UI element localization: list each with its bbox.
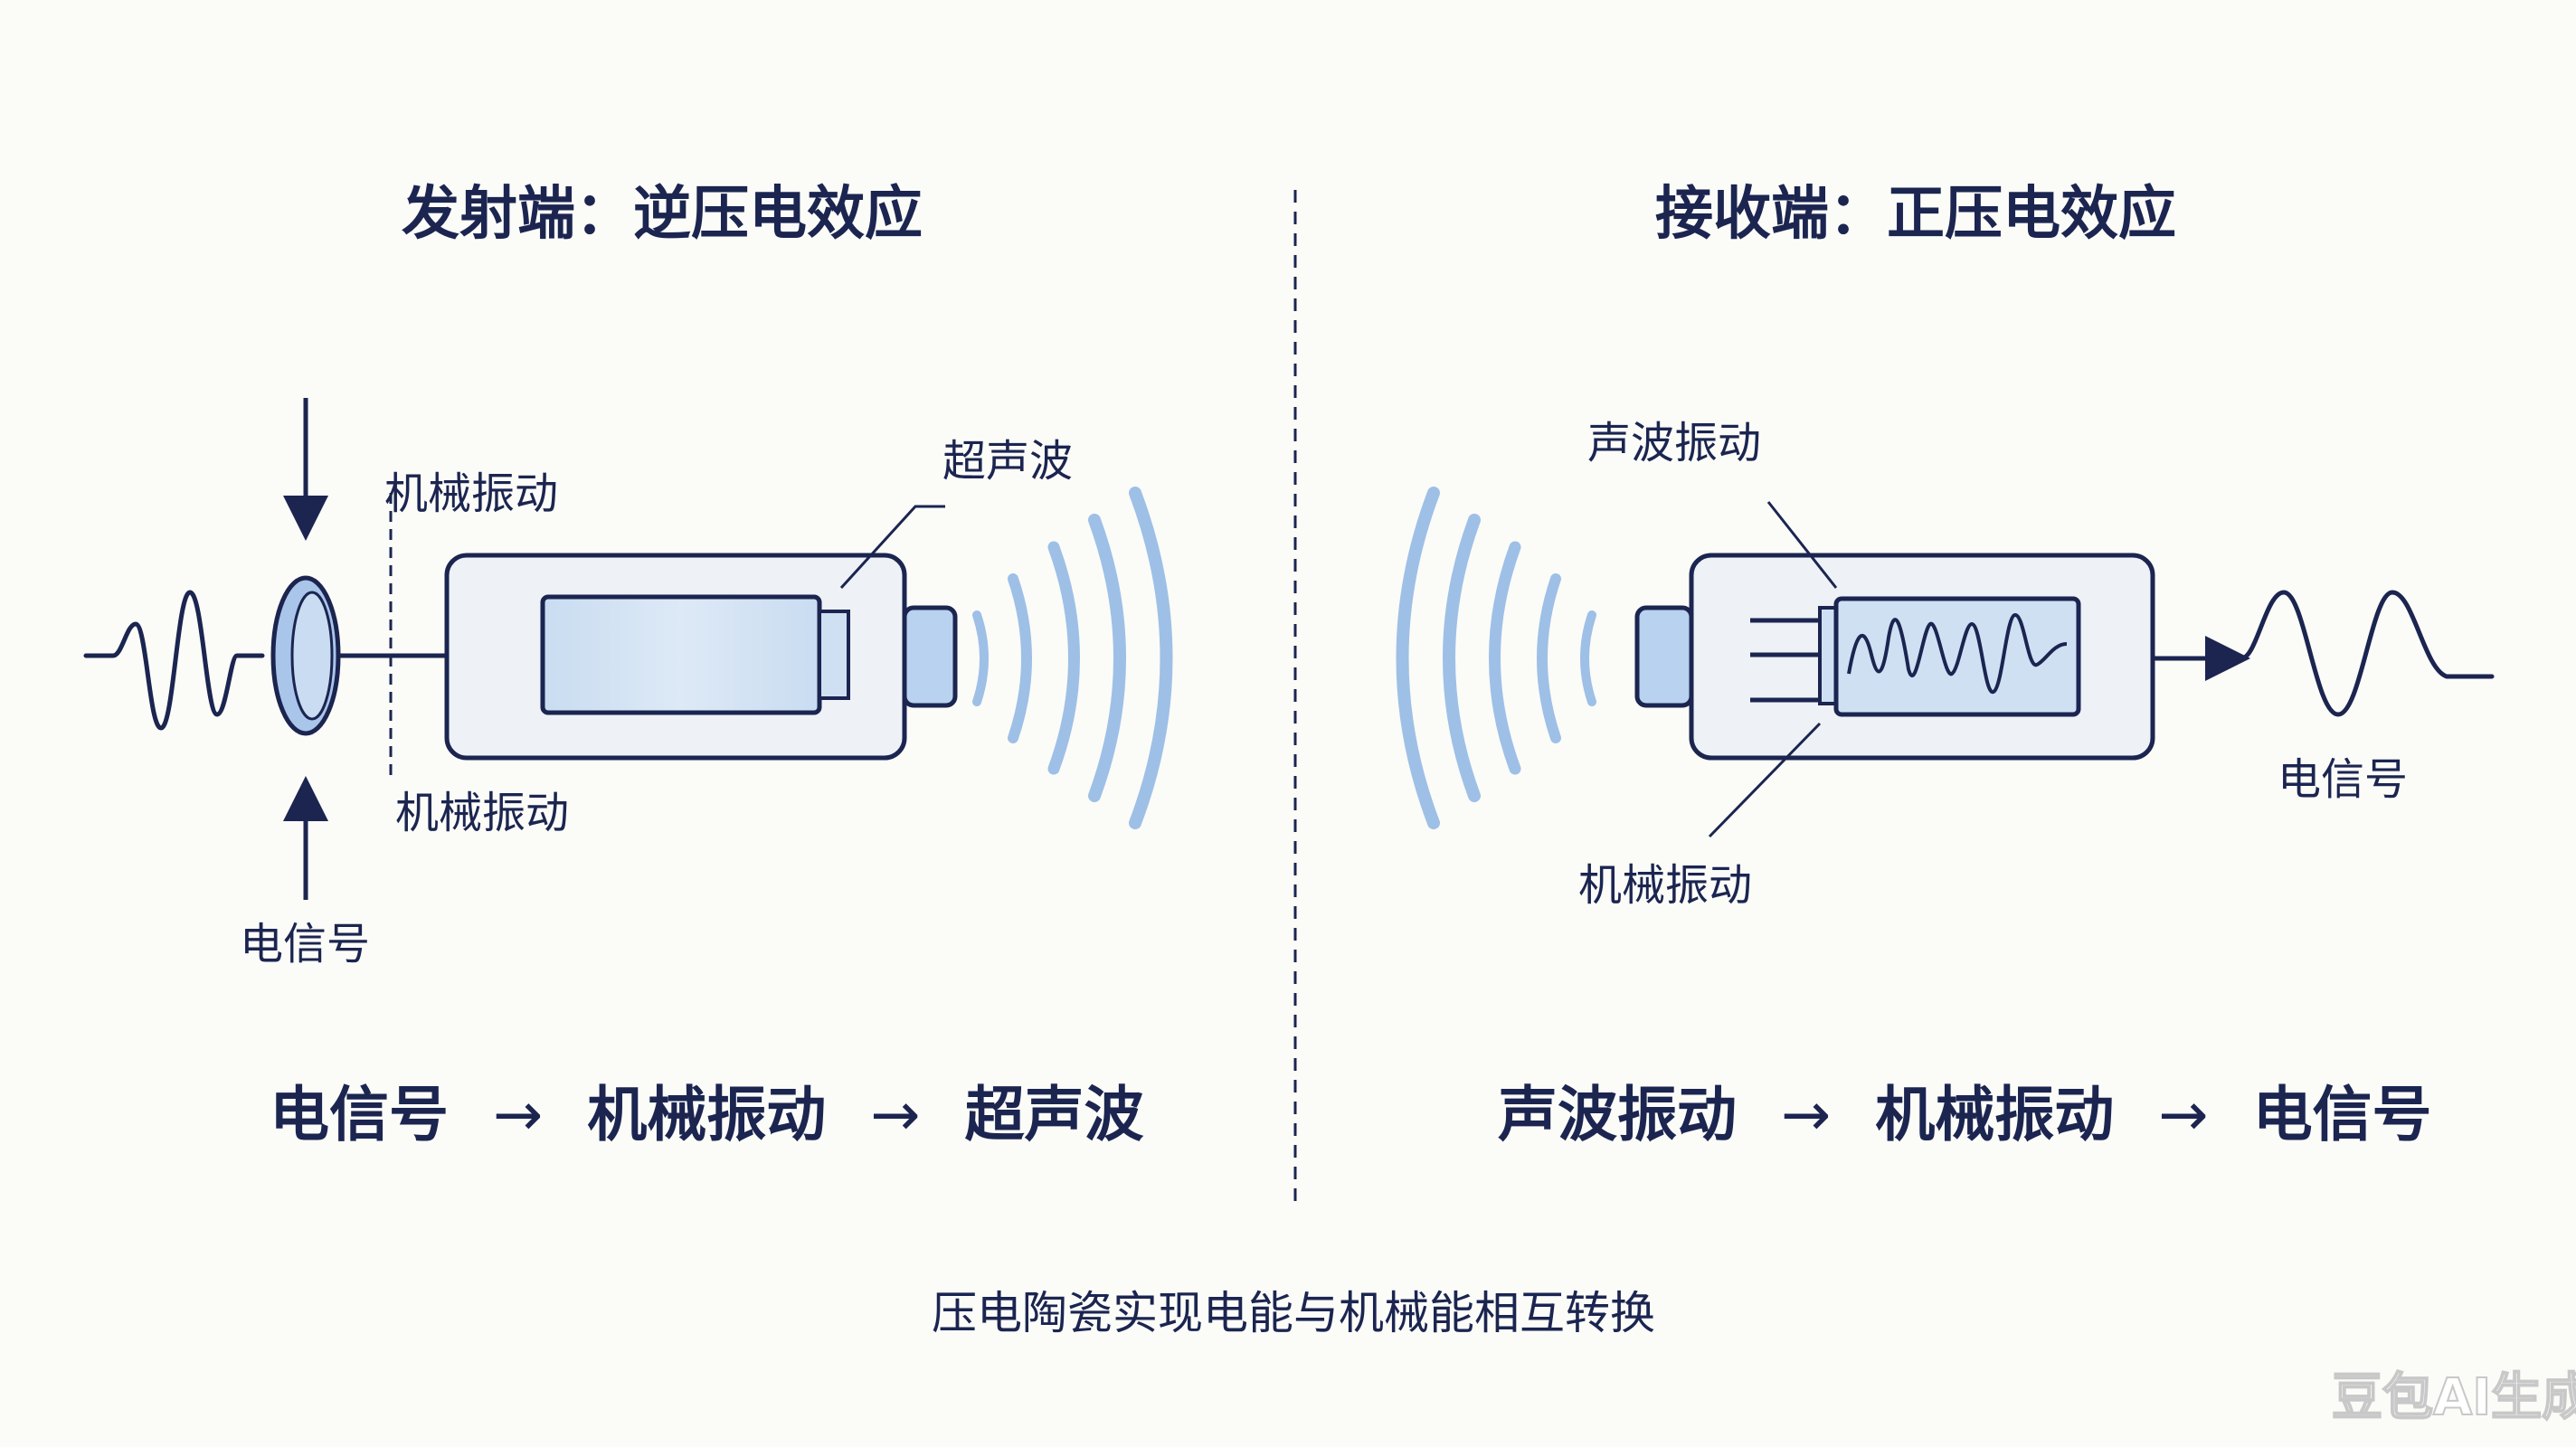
- right-internal-waveform: [1847, 613, 2068, 695]
- left-flow-arrow-2: →: [870, 1080, 921, 1149]
- left-flow-step-2: 机械振动: [587, 1080, 827, 1149]
- right-flow-arrow-2: →: [2158, 1080, 2209, 1149]
- right-incoming-waves: [1396, 487, 1596, 829]
- right-flow-step-2: 机械振动: [1875, 1080, 2115, 1149]
- left-input-signal-wave: [83, 590, 265, 731]
- watermark: 豆包AI生成: [2331, 1368, 2576, 1427]
- right-label-vibration: 机械振动: [1578, 860, 1753, 911]
- left-label-wave: 超声波: [942, 436, 1074, 487]
- right-piezo-element: [1833, 596, 2081, 717]
- left-ultrasonic-waves: [972, 487, 1173, 829]
- caption: 压电陶瓷实现电能与机械能相互转换: [932, 1287, 1655, 1339]
- left-piezo-element: [540, 594, 822, 715]
- right-label-wave-vibration: 声波振动: [1587, 418, 1762, 468]
- left-flow: 电信号 → 机械振动 → 超声波: [270, 1085, 1144, 1145]
- right-flow-arrow-1: →: [1780, 1080, 1832, 1149]
- right-receiver-nozzle: [1634, 605, 1694, 708]
- left-flow-step-3: 超声波: [964, 1080, 1144, 1149]
- left-flow-step-1: 电信号: [270, 1080, 449, 1149]
- left-flow-arrow-1: →: [492, 1080, 544, 1149]
- left-label-bottom-vibration: 机械振动: [395, 788, 570, 838]
- right-flow-step-3: 电信号: [2252, 1080, 2432, 1149]
- right-output-signal-wave: [2239, 590, 2495, 717]
- right-title: 接收端：正压电效应: [1655, 181, 2176, 248]
- left-title: 发射端：逆压电效应: [402, 181, 923, 248]
- left-emitter-nozzle: [902, 605, 958, 708]
- right-flow: 声波振动 → 机械振动 → 电信号: [1498, 1085, 2432, 1145]
- right-label-signal: 电信号: [2278, 754, 2409, 805]
- left-label-top-vibration: 机械振动: [384, 468, 559, 519]
- right-flow-step-1: 声波振动: [1498, 1080, 1737, 1149]
- left-label-signal: 电信号: [240, 919, 371, 969]
